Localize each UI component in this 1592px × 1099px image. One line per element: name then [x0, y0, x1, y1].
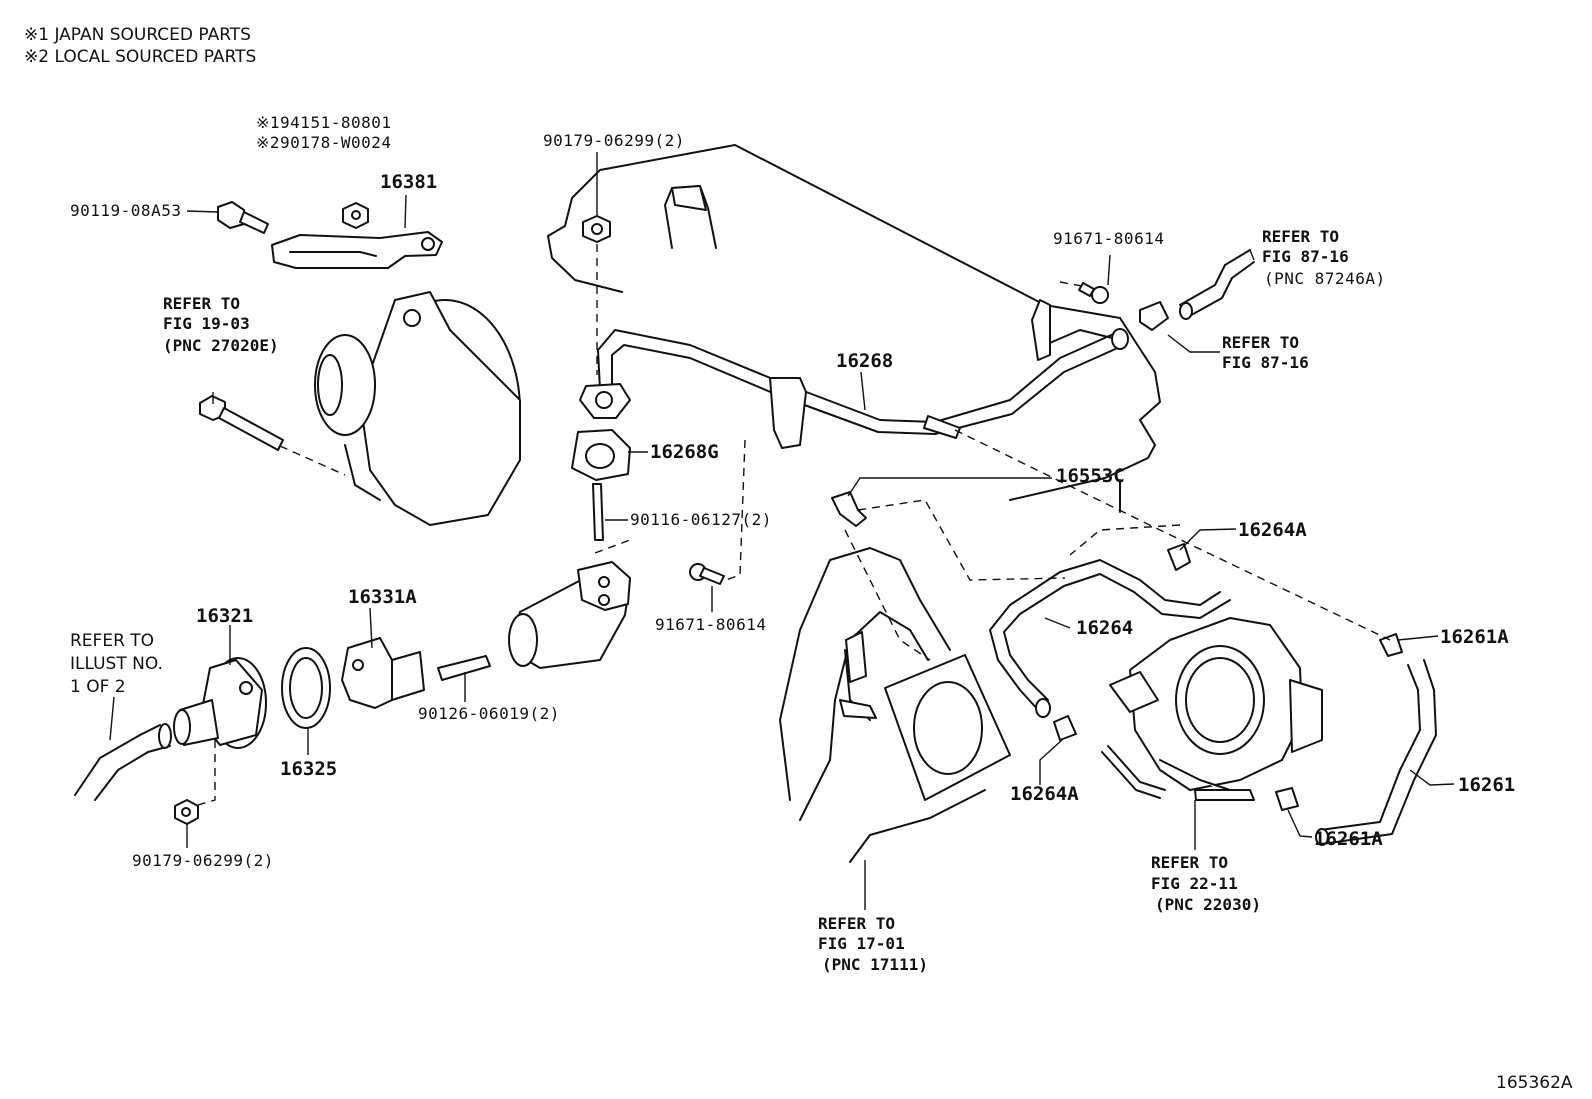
leader-long-bolt	[279, 445, 346, 476]
label-90179-06299-top: 90179-06299(2)	[543, 131, 685, 150]
ref-fig-22-11: REFER TO FIG 22-11 (PNC 22030)	[1151, 853, 1261, 914]
hose-87246a	[1179, 249, 1255, 320]
label-91671-80614-top: 91671-80614	[1053, 229, 1164, 248]
svg-text:REFER TO: REFER TO	[1262, 227, 1339, 246]
clamp-16261a-top	[1379, 633, 1403, 657]
svg-text:FIG 22-11: FIG 22-11	[1151, 874, 1238, 893]
svg-text:FIG 87-16: FIG 87-16	[1222, 353, 1309, 372]
adjusting-bar-16381	[271, 231, 443, 269]
nut-90179-top	[582, 215, 611, 243]
intake-manifold	[779, 547, 1011, 863]
svg-text:FIG 87-16: FIG 87-16	[1262, 247, 1349, 266]
label-16261a-bottom: 16261A	[1314, 828, 1383, 850]
gasket-16325	[281, 647, 331, 729]
nut-90179-bottom	[174, 799, 199, 825]
svg-text:1 OF 2: 1 OF 2	[70, 677, 126, 697]
label-16268g: 16268G	[650, 441, 719, 463]
stud-90126	[437, 655, 491, 681]
label-16261: 16261	[1458, 774, 1515, 796]
stud-90116	[592, 483, 604, 541]
water-inlet-16321	[173, 657, 267, 749]
clamp-87-16	[1139, 301, 1169, 331]
leader-nut-bottom	[197, 740, 216, 806]
label-90179-06299-bottom: 90179-06299(2)	[132, 851, 274, 870]
svg-text:FIG 19-03: FIG 19-03	[163, 314, 250, 333]
gasket-16268g	[571, 429, 631, 481]
leader-lines	[109, 152, 1455, 910]
bypass-pipe-16268	[579, 299, 1129, 449]
label-16264: 16264	[1076, 617, 1133, 639]
svg-text:(PNC 27020E): (PNC 27020E)	[163, 336, 279, 355]
water-inlet-housing	[508, 561, 631, 669]
svg-text:FIG 17-01: FIG 17-01	[818, 934, 905, 953]
svg-text:(PNC 22030): (PNC 22030)	[1155, 895, 1261, 914]
label-16553c: 16553C	[1056, 465, 1125, 487]
leader-bolt-top	[1059, 281, 1083, 287]
label-16264a-bottom: 16264A	[1010, 783, 1079, 805]
label-16325: 16325	[280, 758, 337, 780]
bolt-91671-mid	[689, 563, 725, 585]
hose-16261	[1315, 659, 1437, 846]
label-16321: 16321	[196, 605, 253, 627]
svg-text:(PNC 87246A): (PNC 87246A)	[1264, 269, 1386, 288]
label-90119-08a53: 90119-08A53	[70, 201, 181, 220]
note-japan-sourced: ※1 JAPAN SOURCED PARTS	[24, 25, 251, 45]
label-90116-06127: 90116-06127(2)	[630, 510, 772, 529]
leader-16264a-top	[1069, 524, 1181, 556]
ref-fig-17-01: REFER TO FIG 17-01 (PNC 17111)	[818, 914, 928, 974]
svg-text:REFER TO: REFER TO	[163, 294, 240, 313]
ref-fig-19-03: REFER TO FIG 19-03 (PNC 27020E)	[163, 294, 279, 355]
leader-16261a-top	[954, 429, 1391, 641]
engine-head-drawing	[547, 144, 1161, 513]
clamp-16264a-top	[1167, 543, 1191, 571]
svg-text:REFER TO: REFER TO	[70, 631, 154, 651]
throttle-body	[1101, 617, 1323, 801]
label-16268: 16268	[836, 350, 893, 372]
clamp-16264a-bottom	[1053, 715, 1077, 741]
thermostat-16331a	[341, 637, 425, 709]
leader-clip-2	[844, 529, 931, 661]
bolt-91671-top	[1078, 282, 1109, 304]
leader-clip	[857, 499, 1066, 581]
nut-hole	[351, 210, 361, 220]
radiator-hose	[74, 723, 172, 801]
figure-id: 165362A	[1496, 1073, 1573, 1093]
leader-bolt-mid	[725, 439, 746, 581]
label-290178-w0024: ※290178-W0024	[256, 133, 392, 152]
note-local-sourced: ※2 LOCAL SOURCED PARTS	[24, 47, 256, 67]
svg-text:(PNC 17111): (PNC 17111)	[822, 955, 928, 974]
long-bolt-27020e	[199, 395, 284, 451]
leader-inlet	[594, 539, 631, 554]
label-90126-06019: 90126-06019(2)	[418, 704, 560, 723]
label-16264a-top: 16264A	[1238, 519, 1307, 541]
label-194151-80801: ※194151-80801	[256, 113, 392, 132]
alternator-drawing	[314, 291, 521, 526]
svg-text:REFER TO: REFER TO	[1222, 333, 1299, 352]
svg-text:ILLUST NO.: ILLUST NO.	[70, 654, 163, 674]
clamp-16261a-bottom	[1275, 787, 1299, 811]
label-91671-80614-mid: 91671-80614	[655, 615, 766, 634]
ref-illust-1-of-2: REFER TO ILLUST NO. 1 OF 2	[70, 631, 163, 697]
svg-text:REFER TO: REFER TO	[818, 914, 895, 933]
svg-text:REFER TO: REFER TO	[1151, 853, 1228, 872]
label-16381: 16381	[380, 171, 437, 193]
ref-fig-87-16-pnc-87246a: REFER TO FIG 87-16 (PNC 87246A)	[1262, 227, 1386, 288]
label-16331a: 16331A	[348, 586, 417, 608]
hose-16264	[989, 559, 1231, 718]
bolt-90119	[217, 201, 269, 234]
ref-fig-87-16: REFER TO FIG 87-16	[1222, 333, 1309, 372]
label-16261a-top: 16261A	[1440, 626, 1509, 648]
